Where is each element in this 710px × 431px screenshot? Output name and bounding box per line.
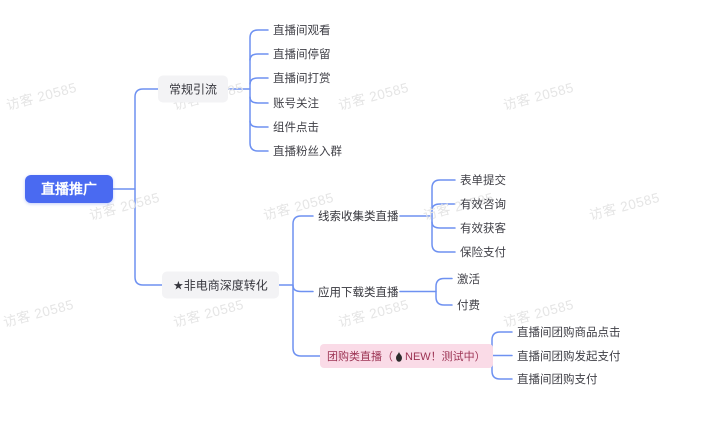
leaf-liveroom-view[interactable]: 直播间观看 (273, 25, 331, 37)
leaf-component-click[interactable]: 组件点击 (273, 122, 319, 134)
root-node-live-promotion[interactable]: 直播推广 (25, 175, 113, 203)
leaf-groupbuy-product-click[interactable]: 直播间团购商品点击 (517, 327, 621, 339)
leaf-activation[interactable]: 激活 (457, 273, 480, 286)
fire-icon (395, 350, 403, 362)
leaf-valid-acquisition[interactable]: 有效获客 (460, 223, 506, 235)
leaf-account-follow[interactable]: 账号关注 (273, 98, 319, 110)
leaf-payment[interactable]: 付费 (457, 300, 480, 312)
group-buy-label-suffix: NEW！测试中） (405, 351, 486, 363)
leaf-form-submit[interactable]: 表单提交 (460, 175, 506, 187)
group-buy-label-prefix: 团购类直播（ (327, 351, 393, 363)
leaf-liveroom-stay[interactable]: 直播间停留 (273, 49, 331, 61)
subbranch-group-buy-live-new[interactable]: 团购类直播（ NEW！测试中） (320, 344, 493, 368)
leaf-insurance-payment[interactable]: 保险支付 (460, 247, 506, 259)
leaf-fans-join-group[interactable]: 直播粉丝入群 (273, 146, 342, 158)
leaf-groupbuy-initiate-payment[interactable]: 直播间团购发起支付 (517, 350, 621, 363)
subbranch-lead-collection-live[interactable]: 线索收集类直播 (318, 211, 399, 223)
leaf-groupbuy-payment[interactable]: 直播间团购支付 (517, 374, 598, 386)
branch-regular-traffic[interactable]: 常规引流 (158, 75, 229, 103)
subbranch-app-download-live[interactable]: 应用下载类直播 (318, 286, 399, 299)
leaf-liveroom-tip[interactable]: 直播间打赏 (273, 73, 331, 85)
leaf-valid-consult[interactable]: 有效咨询 (460, 199, 506, 211)
branch-non-ecommerce-conversion[interactable]: ★非电商深度转化 (162, 271, 279, 299)
